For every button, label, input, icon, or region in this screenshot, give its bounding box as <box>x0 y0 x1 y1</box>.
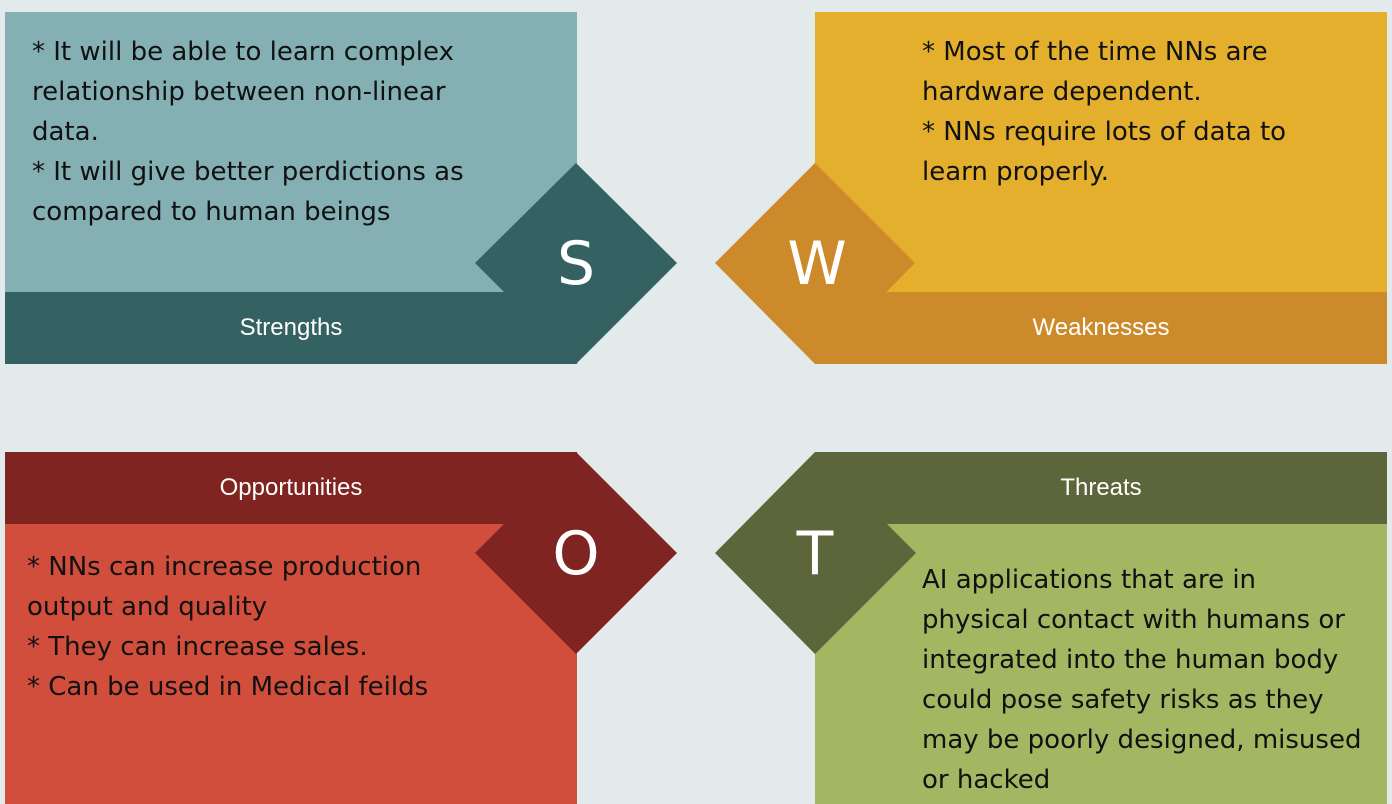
threats-line: AI applications that are in <box>922 565 1257 595</box>
strengths-line: relationship between non-linear <box>32 77 446 107</box>
weaknesses-line: * Most of the time NNs are <box>922 37 1268 67</box>
opportunities-line: * NNs can increase production <box>27 552 422 582</box>
opportunities-title: Opportunities <box>219 474 363 501</box>
strengths-letter: S <box>556 229 596 299</box>
threats-line: or hacked <box>922 765 1051 795</box>
threats-line: physical contact with humans or <box>922 605 1345 635</box>
opportunities-diamond <box>475 452 677 654</box>
strengths-title: Strengths <box>239 314 343 341</box>
opportunities-letter: O <box>552 519 600 589</box>
weaknesses-line: learn properly. <box>922 157 1110 187</box>
weaknesses-letter: W <box>787 229 847 299</box>
weaknesses-body: * Most of the time NNs are hardware depe… <box>922 32 1286 192</box>
strengths-diamond <box>475 163 677 364</box>
threats-title: Threats <box>1060 474 1142 501</box>
weaknesses-band <box>815 292 1387 364</box>
threats-panel <box>815 523 1387 804</box>
strengths-line: * It will give better perdictions as <box>32 157 464 187</box>
opportunities-body: * NNs can increase production output and… <box>27 547 428 707</box>
opportunities-panel <box>5 523 577 804</box>
strengths-line: * It will be able to learn complex <box>32 37 454 67</box>
opportunities-band <box>5 452 577 524</box>
strengths-panel <box>5 12 577 294</box>
strengths-line: compared to human beings <box>32 197 391 227</box>
threats-line: integrated into the human body <box>922 645 1339 675</box>
opportunities-line: * They can increase sales. <box>27 632 368 662</box>
weaknesses-panel <box>815 12 1387 294</box>
weaknesses-title: Weaknesses <box>1032 314 1170 341</box>
threats-diamond <box>715 452 916 654</box>
threats-band <box>815 452 1387 524</box>
threats-line: could pose safety risks as they <box>922 685 1324 715</box>
weaknesses-diamond <box>715 163 915 364</box>
strengths-band <box>5 292 577 364</box>
strengths-line: data. <box>32 117 99 147</box>
weaknesses-line: hardware dependent. <box>922 77 1202 107</box>
opportunities-line: output and quality <box>27 592 268 622</box>
opportunities-line: * Can be used in Medical feilds <box>27 672 429 702</box>
strengths-body: * It will be able to learn complex relat… <box>32 32 464 232</box>
weaknesses-line: * NNs require lots of data to <box>922 117 1287 147</box>
threats-body: AI applications that are in physical con… <box>922 560 1361 800</box>
threats-line: may be poorly designed, misused <box>922 725 1362 755</box>
threats-letter: T <box>796 519 834 589</box>
